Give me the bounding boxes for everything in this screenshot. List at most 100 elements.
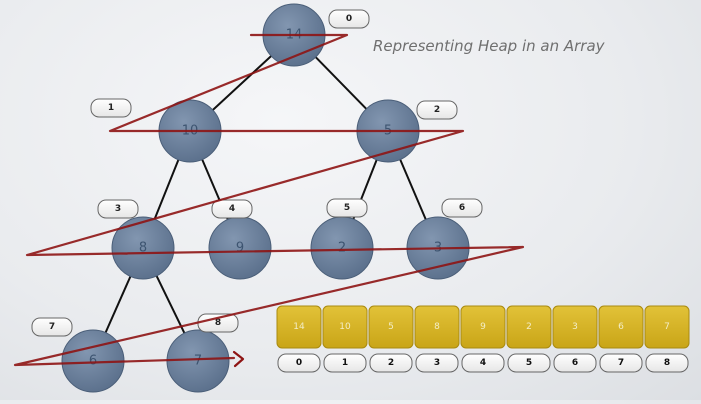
tree-index-badge: 0 bbox=[328, 9, 370, 29]
tree-index-badge: 4 bbox=[211, 199, 253, 219]
array-cell-value: 7 bbox=[664, 322, 670, 332]
tree-index-badge: 7 bbox=[31, 317, 73, 337]
array-index-pill bbox=[277, 353, 321, 373]
tree-index-pill bbox=[97, 199, 139, 219]
tree-node: 2 bbox=[310, 216, 374, 280]
tree-index-label: 8 bbox=[215, 318, 221, 328]
array-index-pill bbox=[645, 353, 689, 373]
array-index-label: 8 bbox=[664, 358, 670, 368]
array-cell-value: 9 bbox=[480, 322, 486, 332]
tree-index-pill bbox=[211, 199, 253, 219]
tree-index-badge: 6 bbox=[441, 198, 483, 218]
tree-index-pill bbox=[326, 198, 368, 218]
tree-node: 8 bbox=[111, 216, 175, 280]
tree-index-label: 4 bbox=[229, 204, 235, 214]
array-index-label: 2 bbox=[388, 358, 394, 368]
tree-node-circle bbox=[111, 216, 175, 280]
array-cell-box bbox=[276, 305, 322, 349]
array-index-pill bbox=[599, 353, 643, 373]
array-cell-box bbox=[644, 305, 690, 349]
array-cell: 3 bbox=[552, 305, 598, 349]
tree-edge bbox=[398, 157, 428, 222]
array-index-pill bbox=[323, 353, 367, 373]
array-index-pill bbox=[369, 353, 413, 373]
array-cell-box bbox=[368, 305, 414, 349]
tree-index-pill bbox=[441, 198, 483, 218]
array-index-label: 0 bbox=[296, 358, 302, 368]
array-cell-value: 2 bbox=[526, 322, 532, 332]
array-index-badge: 3 bbox=[415, 353, 459, 373]
array-cell-box bbox=[506, 305, 552, 349]
tree-index-pill bbox=[416, 100, 458, 120]
tree-edge bbox=[210, 53, 274, 113]
array-index-badge: 5 bbox=[507, 353, 551, 373]
array-index-label: 7 bbox=[618, 358, 624, 368]
tree-index-label: 2 bbox=[434, 105, 440, 115]
tree-index-pill bbox=[31, 317, 73, 337]
tree-index-badge: 3 bbox=[97, 199, 139, 219]
array-index-badge: 8 bbox=[645, 353, 689, 373]
tree-edge bbox=[103, 274, 133, 335]
tree-node-value: 7 bbox=[194, 354, 202, 369]
array-cell: 9 bbox=[460, 305, 506, 349]
tree-index-labels: 0 1 2 3 4 5 6 7 8 bbox=[31, 9, 483, 337]
tree-index-label: 0 bbox=[346, 14, 352, 24]
tree-index-label: 3 bbox=[115, 204, 121, 214]
array-cell-value: 8 bbox=[434, 322, 440, 332]
array-cell-box bbox=[414, 305, 460, 349]
tree-index-badge: 2 bbox=[416, 100, 458, 120]
array-index-badge: 6 bbox=[553, 353, 597, 373]
array-index-badge: 2 bbox=[369, 353, 413, 373]
tree-node-value: 8 bbox=[139, 241, 147, 256]
array-index-badge: 1 bbox=[323, 353, 367, 373]
tree-node-value: 2 bbox=[338, 241, 346, 256]
array-index-label: 1 bbox=[342, 358, 348, 368]
array-cell-box bbox=[322, 305, 368, 349]
tree-index-label: 7 bbox=[49, 322, 55, 332]
tree-node: 9 bbox=[208, 216, 272, 280]
tree-index-pill bbox=[328, 9, 370, 29]
array-index-label: 4 bbox=[480, 358, 486, 368]
tree-index-pill bbox=[90, 98, 132, 118]
array-cell: 8 bbox=[414, 305, 460, 349]
array-cell: 14 bbox=[276, 305, 322, 349]
array-cell-box bbox=[598, 305, 644, 349]
array-cell-box bbox=[460, 305, 506, 349]
tree-edge bbox=[313, 55, 369, 111]
array-index-pill bbox=[461, 353, 505, 373]
array-index-pill bbox=[553, 353, 597, 373]
array-index-label: 5 bbox=[526, 358, 532, 368]
tree-index-badge: 1 bbox=[90, 98, 132, 118]
traversal-line bbox=[13, 33, 525, 367]
array-cell-value: 3 bbox=[572, 322, 578, 332]
array-cell: 10 bbox=[322, 305, 368, 349]
array-index-badge: 0 bbox=[277, 353, 321, 373]
tree-index-label: 6 bbox=[459, 203, 465, 213]
tree-edge bbox=[152, 157, 181, 222]
array-index-badge: 4 bbox=[461, 353, 505, 373]
array-index-label: 6 bbox=[572, 358, 578, 368]
array-cell: 6 bbox=[598, 305, 644, 349]
tree-index-label: 1 bbox=[108, 103, 114, 113]
tree-node: 7 bbox=[166, 329, 230, 393]
tree-edge bbox=[154, 273, 187, 336]
array-index-label: 3 bbox=[434, 358, 440, 368]
array-cell: 5 bbox=[368, 305, 414, 349]
array-index-badge: 7 bbox=[599, 353, 643, 373]
tree-edges bbox=[103, 53, 428, 336]
array-cell-value: 6 bbox=[618, 322, 624, 332]
array-cell: 2 bbox=[506, 305, 552, 349]
array-index-pill bbox=[507, 353, 551, 373]
array-cell: 7 bbox=[644, 305, 690, 349]
tree-index-badge: 5 bbox=[326, 198, 368, 218]
array-cell-value: 10 bbox=[339, 322, 351, 332]
traversal-scribble bbox=[13, 33, 525, 368]
tree-index-badge: 8 bbox=[197, 313, 239, 333]
array-cell-box bbox=[552, 305, 598, 349]
slide-title: Representing Heap in an Array bbox=[373, 37, 605, 55]
array-index-pill bbox=[415, 353, 459, 373]
heap-array: 14 0 10 1 5 2 8 3 9 4 2 5 3 6 6 7 7 8 bbox=[276, 305, 690, 373]
array-cell-value: 14 bbox=[293, 322, 305, 332]
